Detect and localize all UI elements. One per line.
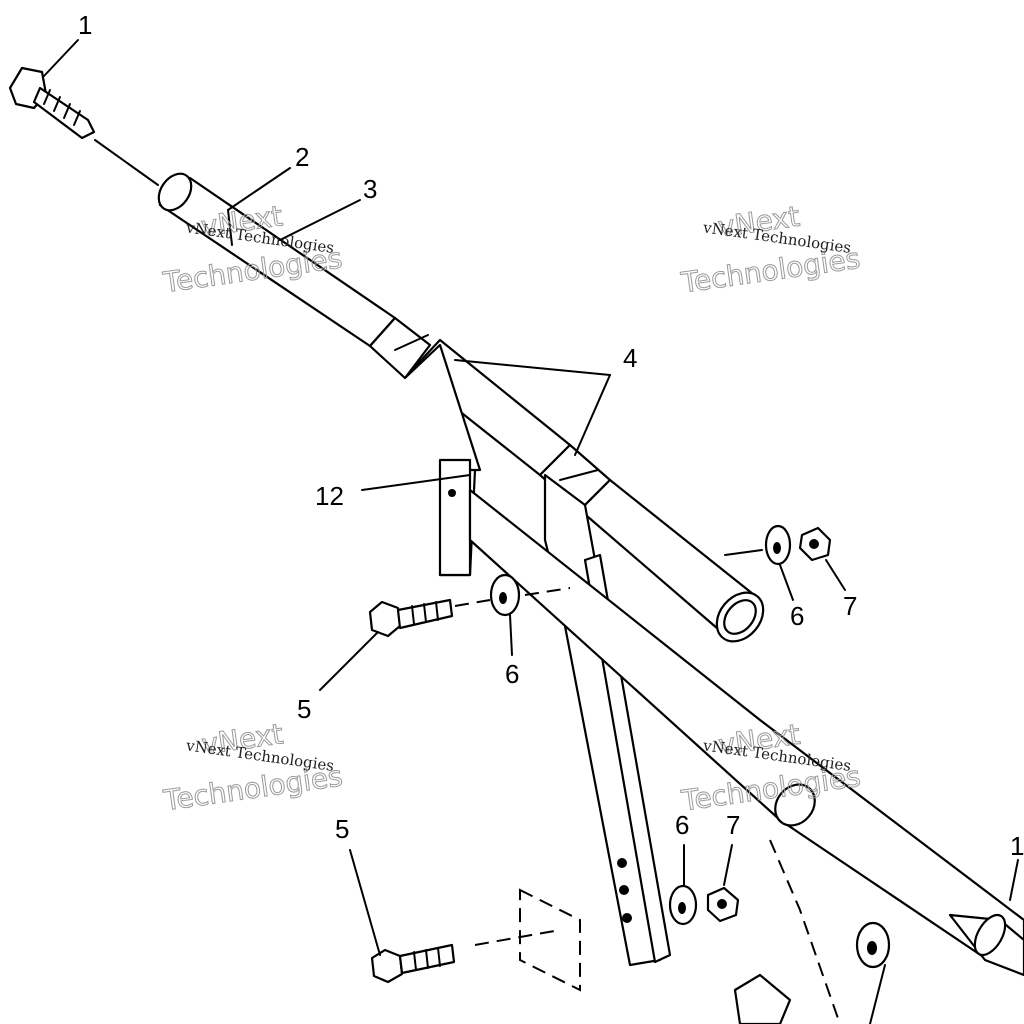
callout-7-right: 7 <box>843 591 857 621</box>
mount-plate <box>519 839 841 1024</box>
callout-6-lower: 6 <box>675 810 689 840</box>
callout-1: 1 <box>78 10 92 40</box>
callout-3: 3 <box>363 174 377 204</box>
bracket-left <box>403 343 482 577</box>
bolt-5-lower <box>370 929 561 984</box>
handlebar-tube <box>157 172 765 643</box>
callout-12-left: 12 <box>315 481 344 511</box>
callout-2: 2 <box>295 142 309 172</box>
washer-6-right <box>724 524 792 566</box>
callout-5-upper: 5 <box>297 694 311 724</box>
nut-7-lower <box>706 886 740 923</box>
callout-12-right: 12 <box>1010 831 1024 861</box>
callout-5-lower: 5 <box>335 814 349 844</box>
callout-7-lower: 7 <box>726 810 740 840</box>
bolt-1 <box>8 66 159 186</box>
callout-4: 4 <box>623 343 637 373</box>
washer-6-upper <box>489 573 571 617</box>
frame-tube <box>468 488 1024 977</box>
bolt-5-upper <box>368 598 491 638</box>
washer-lower-right <box>855 921 891 969</box>
nut-7-right <box>798 526 832 562</box>
washer-6-lower <box>668 884 698 926</box>
callout-6-center: 6 <box>505 659 519 689</box>
callout-6-right: 6 <box>790 601 804 631</box>
leader-lines <box>43 39 1019 1024</box>
